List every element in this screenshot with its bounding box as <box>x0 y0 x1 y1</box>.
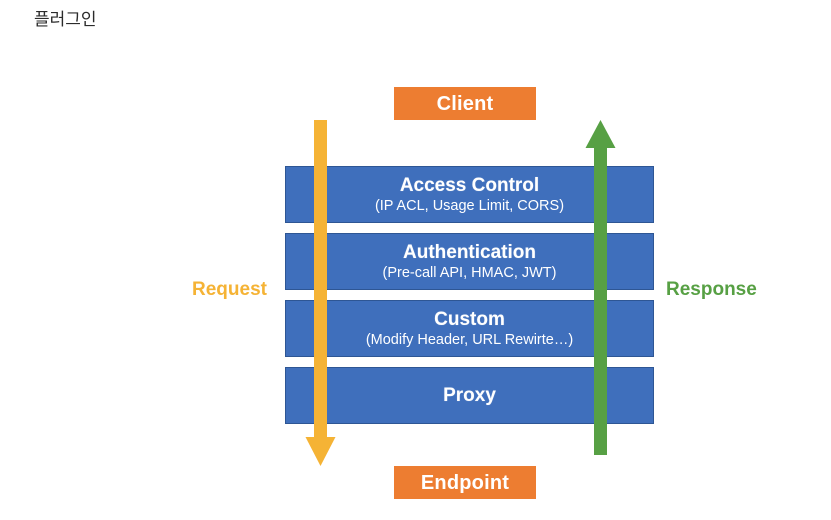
page-title: 플러그인 <box>34 10 97 29</box>
layer-title: Proxy <box>443 384 496 406</box>
layer-proxy: Proxy <box>285 367 654 424</box>
endpoint-node-label: Endpoint <box>420 471 510 494</box>
layer-authentication: Authentication (Pre-call API, HMAC, JWT) <box>285 233 654 290</box>
layer-title: Authentication <box>403 241 536 263</box>
client-node-label: Client <box>436 92 494 115</box>
request-flow-label: Request <box>192 279 267 300</box>
layer-access-control: Access Control (IP ACL, Usage Limit, COR… <box>285 166 654 223</box>
layer-subtitle: (Pre-call API, HMAC, JWT) <box>382 264 557 281</box>
client-node: Client <box>394 87 536 120</box>
response-flow-label: Response <box>666 279 757 300</box>
endpoint-node: Endpoint <box>394 466 536 499</box>
layer-title: Access Control <box>399 174 540 196</box>
layer-title: Custom <box>434 308 505 330</box>
layer-custom: Custom (Modify Header, URL Rewirte…) <box>285 300 654 357</box>
plugin-layer-stack: Access Control (IP ACL, Usage Limit, COR… <box>285 166 654 434</box>
layer-subtitle: (IP ACL, Usage Limit, CORS) <box>374 197 565 214</box>
layer-subtitle: (Modify Header, URL Rewirte…) <box>365 331 574 348</box>
